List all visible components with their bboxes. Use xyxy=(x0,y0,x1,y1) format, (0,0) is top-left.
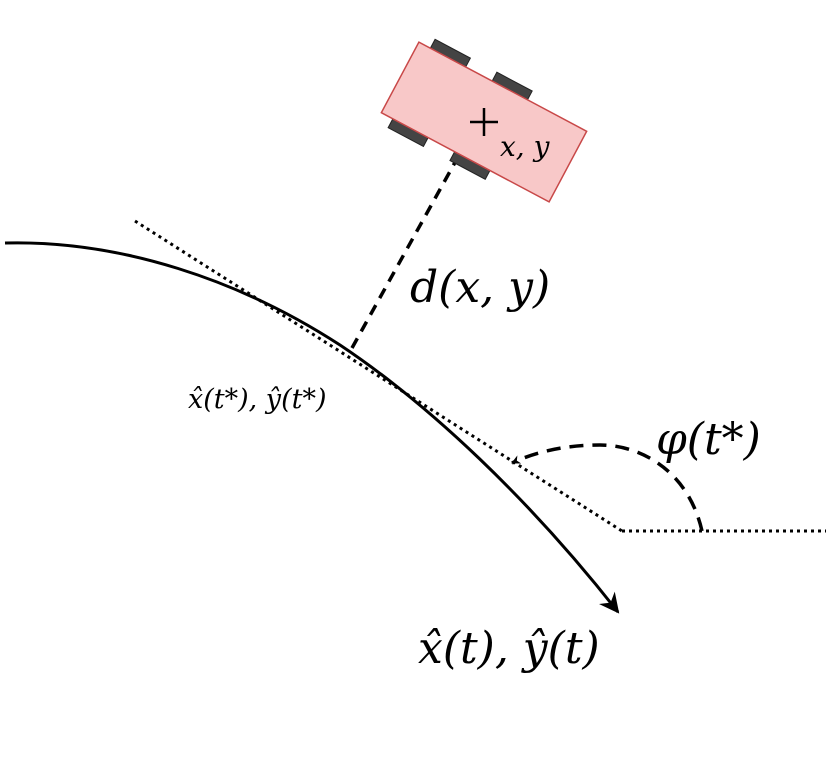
tangent-line xyxy=(134,219,623,533)
distance-line xyxy=(350,147,465,349)
path-label: x̂(t), ŷ(t) xyxy=(418,623,600,674)
closest-point-label: x̂(t*), ŷ(t*) xyxy=(188,384,326,415)
car-center-marker-icon xyxy=(470,108,498,136)
car-position-label: x, y xyxy=(500,130,551,163)
heading-angle-arc xyxy=(511,443,704,532)
reference-path-curve xyxy=(4,241,620,614)
distance-label: d(x, y) xyxy=(410,262,550,313)
heading-angle-label: φ(t*) xyxy=(656,414,761,465)
